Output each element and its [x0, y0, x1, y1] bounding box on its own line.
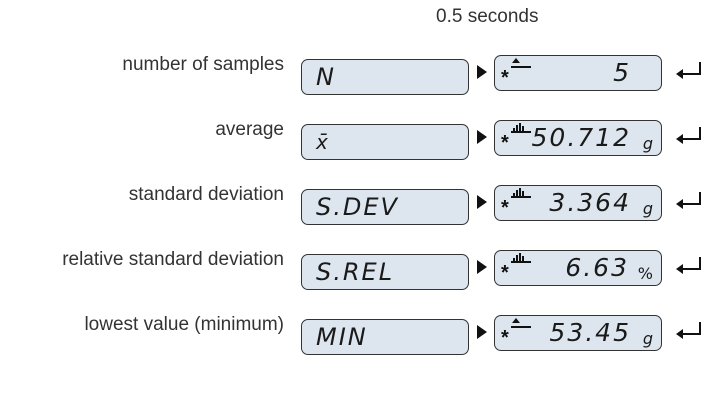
weight-icon	[511, 58, 531, 68]
row-label: lowest value (minimum)	[84, 314, 284, 335]
enter-icon	[676, 127, 701, 144]
display-result: * 5	[494, 55, 662, 91]
star-icon: *	[501, 67, 509, 89]
enter-icon	[676, 257, 701, 274]
row-relative-standard-deviation: relative standard deviation S.REL * 6.63…	[0, 247, 708, 290]
row-label: standard deviation	[128, 184, 284, 205]
result-unit: g	[642, 199, 653, 218]
result-value: 53.45	[549, 318, 631, 347]
header-duration: 0.5 seconds	[436, 6, 539, 27]
display-result: * 6.63 %	[494, 250, 662, 286]
row-average: average x̄ * 50.712 g	[0, 117, 708, 160]
right-arrow-icon	[477, 130, 487, 144]
display-result: * 53.45 g	[494, 315, 662, 351]
result-unit: %	[637, 264, 653, 283]
histogram-icon	[511, 123, 531, 133]
display-code: N	[301, 59, 469, 95]
right-arrow-icon	[477, 325, 487, 339]
star-icon: *	[501, 327, 509, 349]
right-arrow-icon	[477, 260, 487, 274]
display-code: x̄	[301, 124, 469, 160]
result-value: 50.712	[531, 123, 631, 152]
row-label: relative standard deviation	[62, 249, 284, 270]
enter-icon	[676, 62, 701, 79]
display-code: S.REL	[301, 254, 469, 290]
display-result: * 3.364 g	[494, 185, 662, 221]
code-text: S.REL	[316, 258, 395, 286]
result-unit: g	[642, 134, 653, 153]
row-label: number of samples	[122, 54, 284, 75]
code-text: N	[316, 63, 336, 91]
code-text: S.DEV	[316, 193, 399, 221]
star-icon: *	[501, 262, 509, 284]
histogram-icon	[511, 253, 531, 263]
code-text: MIN	[316, 323, 368, 351]
row-standard-deviation: standard deviation S.DEV * 3.364 g	[0, 182, 708, 225]
display-result: * 50.712 g	[494, 120, 662, 156]
result-value: 3.364	[549, 188, 631, 217]
enter-icon	[676, 322, 701, 339]
right-arrow-icon	[477, 195, 487, 209]
star-icon: *	[501, 132, 509, 154]
display-code: MIN	[301, 319, 469, 355]
result-unit: g	[642, 329, 653, 348]
histogram-icon	[511, 188, 531, 198]
enter-icon	[676, 192, 701, 209]
weight-icon	[511, 318, 531, 328]
row-label: average	[215, 119, 284, 140]
row-lowest-value: lowest value (minimum) MIN * 53.45 g	[0, 312, 708, 355]
display-code: S.DEV	[301, 189, 469, 225]
star-icon: *	[501, 197, 509, 219]
result-value: 5	[613, 58, 631, 87]
row-number-of-samples: number of samples N * 5	[0, 52, 708, 95]
right-arrow-icon	[477, 65, 487, 79]
code-text: x̄	[316, 130, 330, 154]
result-value: 6.63	[565, 253, 629, 282]
